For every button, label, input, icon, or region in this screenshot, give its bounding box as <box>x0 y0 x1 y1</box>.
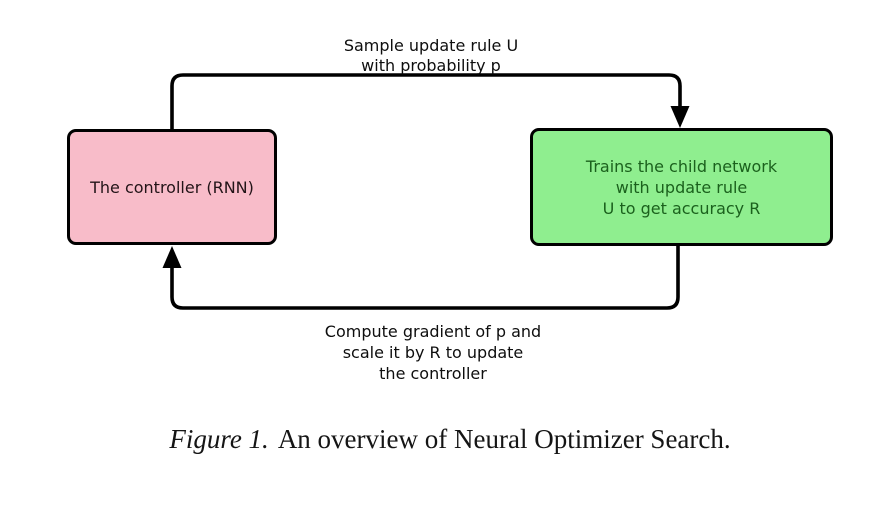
child-network-box: Trains the child network with update rul… <box>530 128 833 246</box>
child-network-box-line2: with update rule <box>615 177 748 197</box>
controller-box-label: The controller (RNN) <box>90 177 254 197</box>
feedback-arrow-label: Compute gradient of p and scale it by R … <box>178 321 688 384</box>
feedback-arrow-label-line3: the controller <box>379 364 487 383</box>
sample-arrow-label: Sample update rule U with probability p <box>176 36 686 76</box>
feedback-arrow-label-line2: scale it by R to update <box>342 343 524 362</box>
feedback-arrowhead-icon <box>162 246 182 268</box>
child-network-box-line3: U to get accuracy R <box>602 198 761 218</box>
sample-arrow-label-line1: Sample update rule U <box>343 36 519 55</box>
feedback-arrow-label-line1: Compute gradient of p and <box>324 322 542 341</box>
feedback-arrow-line <box>170 245 680 310</box>
figure-caption-text: An overview of Neural Optimizer Search. <box>277 424 731 454</box>
controller-box: The controller (RNN) <box>67 129 277 245</box>
sample-arrowhead-icon <box>670 106 690 128</box>
sample-arrow-line <box>170 73 682 130</box>
sample-arrow-label-line2: with probability p <box>361 56 501 75</box>
figure-caption: Figure 1. An overview of Neural Optimizer… <box>11 424 878 455</box>
figure-number-label: Figure 1. <box>169 424 269 454</box>
child-network-box-line1: Trains the child network <box>585 156 778 176</box>
